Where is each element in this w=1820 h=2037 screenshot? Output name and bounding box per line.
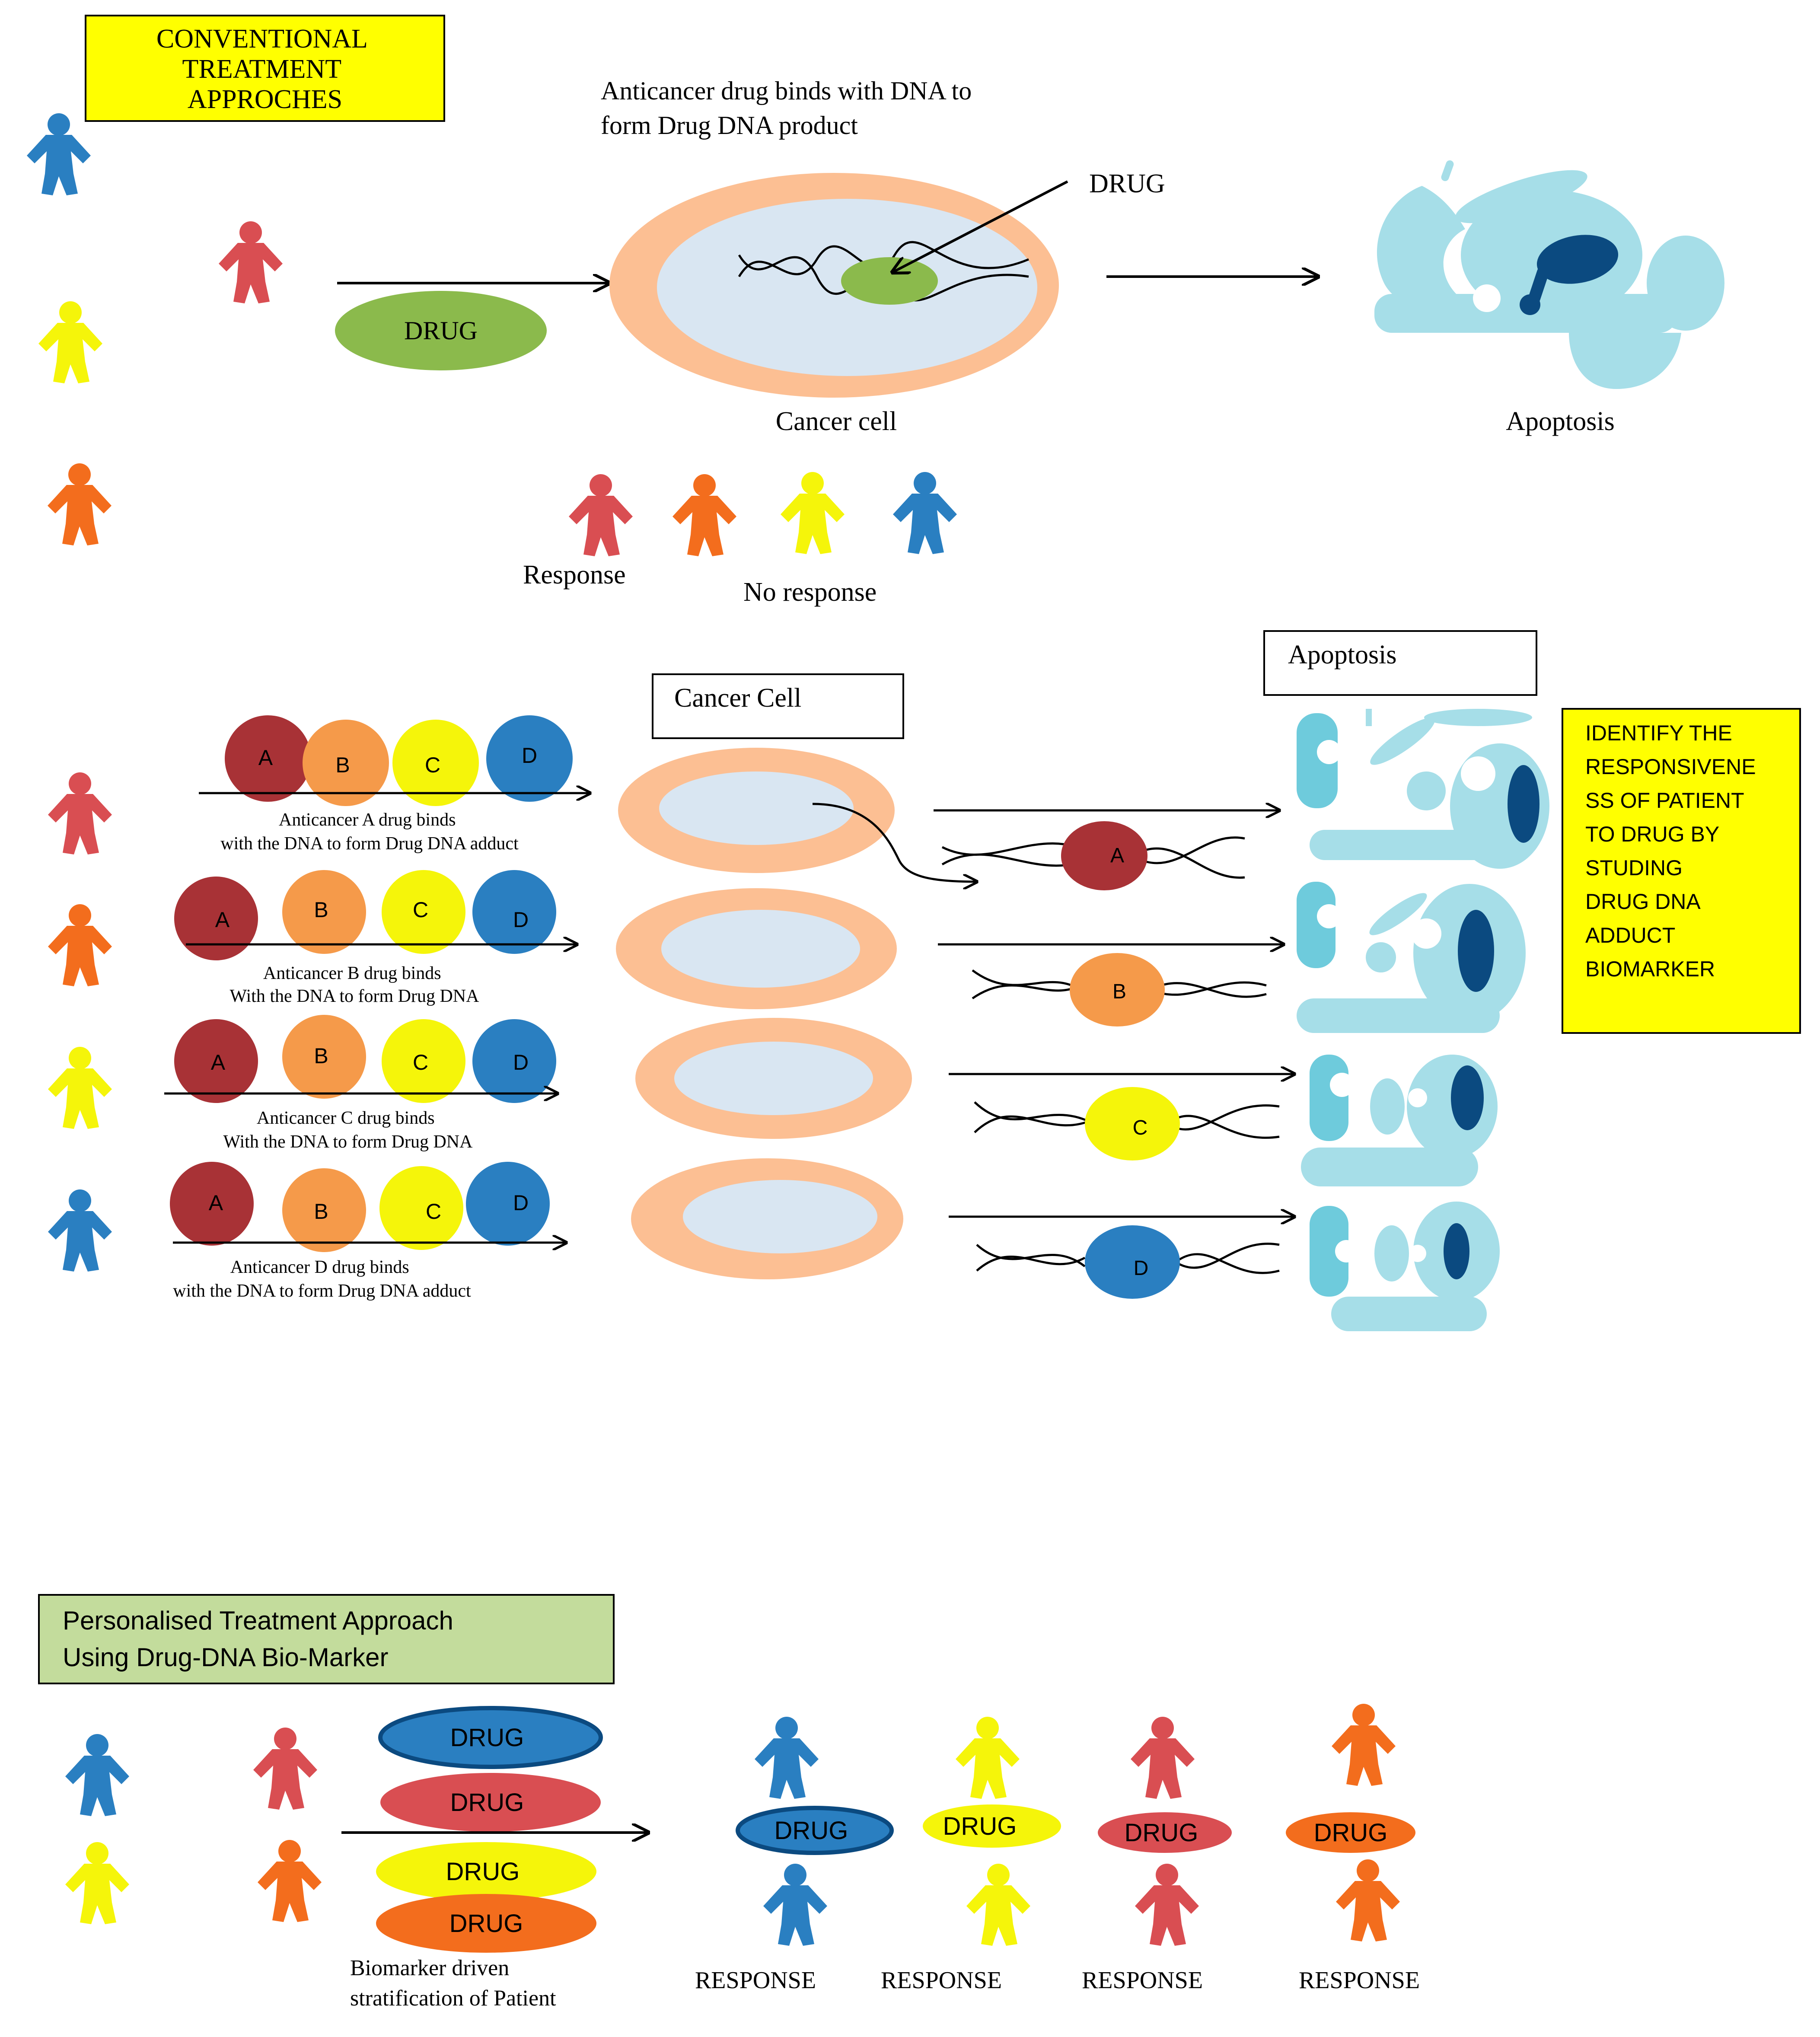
drug-pointer-label: DRUG: [1089, 169, 1165, 198]
conventional-label-box: [85, 15, 445, 122]
cancer-cell-nucleus: [661, 910, 860, 988]
drug-ball-labels: A B C D: [211, 1044, 529, 1074]
row-c-caption: Anticancer C drug binds With the DNA to …: [223, 1108, 473, 1152]
cancer-cell-nucleus: [659, 771, 854, 845]
section-personalised: Personalised Treatment Approach Using Dr…: [38, 1594, 1420, 2011]
apoptosis-box: [1263, 630, 1537, 696]
matched-red: [1098, 1717, 1232, 1946]
drug-stack-labels: DRUG DRUG DRUG DRUG: [446, 1724, 531, 1938]
drug-ball-labels: A B C D: [258, 743, 537, 777]
drug-ball-d: [466, 1162, 550, 1246]
patient-yellow-icon: [65, 1842, 129, 1924]
drug-ball-a: [225, 715, 311, 802]
drug-pointer-arrow: [892, 180, 1068, 272]
drug-pill: [335, 291, 547, 370]
no-response-orange-icon: [673, 474, 736, 556]
patient-blue-icon: [48, 1189, 112, 1272]
no-response-blue-icon: [893, 472, 957, 554]
cancer-cell-box: [652, 673, 904, 739]
response-label: Response: [523, 560, 626, 590]
identify-responsiveness-text: IDENTIFY THE RESPONSIVENE SS OF PATIENT …: [1585, 721, 1762, 981]
apoptosis-fragments-d: [1310, 1202, 1500, 1331]
section-conventional: CONVENTIONAL TREATMENT APPROCHES DRUG An…: [27, 15, 1724, 607]
patient-red-icon: [253, 1728, 317, 1810]
drug-ball-a: [174, 1019, 258, 1103]
drug-ball-a: [174, 877, 258, 960]
adduct-c: [1085, 1087, 1180, 1160]
cancer-cell-nucleus: [683, 1180, 877, 1253]
adduct-row-b: A B C D Anticancer B drug binds With the…: [48, 870, 1526, 1033]
drug-ball-labels: A B C D: [209, 1191, 529, 1224]
adduct-row-d: A B C D Anticancer D drug binds with the…: [48, 1158, 1500, 1331]
row-b-caption: Anticancer B drug binds With the DNA to …: [230, 963, 480, 1006]
stratification-caption: Biomarker driven stratification of Patie…: [350, 1956, 556, 2011]
drug-pill-red: [380, 1773, 601, 1832]
drug-pill-label: DRUG: [404, 316, 478, 345]
matched-orange: [1286, 1704, 1415, 1941]
patient-red-icon: [219, 221, 283, 303]
drug-ball-b: [282, 870, 366, 954]
drug-ball-labels: A B C D: [215, 898, 529, 932]
adduct-d: [1085, 1225, 1180, 1299]
apoptosis-fragments-a: [1297, 709, 1549, 869]
apoptosis-cell-fragments: [1374, 160, 1724, 389]
drug-ball-c: [379, 1166, 463, 1250]
response-red-icon: [569, 474, 633, 556]
drug-binds-caption: Anticancer drug binds with DNA to form D…: [601, 77, 978, 140]
drug-ball-c: [392, 720, 479, 806]
personalised-label-box: [38, 1594, 615, 1684]
adduct-row-a: A B C D Anticancer A drug binds with the…: [48, 709, 1549, 890]
apoptosis-fragments-c: [1301, 1055, 1498, 1186]
patient-blue-icon: [65, 1734, 129, 1816]
drug-ball-d: [472, 870, 556, 954]
drug-ball-d: [472, 1019, 556, 1103]
row-a-caption: Anticancer A drug binds with the DNA to …: [220, 810, 519, 854]
drug-ball-b: [303, 720, 389, 806]
patient-blue-icon: [27, 113, 91, 195]
drug-pill-yellow: [376, 1842, 596, 1901]
patient-orange-icon: [48, 463, 112, 545]
apoptosis-label: Apoptosis: [1506, 407, 1614, 436]
no-response-yellow-icon: [781, 472, 845, 554]
drug-dna-product: [841, 257, 938, 305]
adduct-b: [1070, 953, 1165, 1026]
adduct-d-label: D: [1134, 1257, 1149, 1280]
drug-pill-blue: [378, 1706, 603, 1769]
apoptosis-fragments-b: [1297, 882, 1526, 1033]
matched-blue: [736, 1717, 894, 1946]
drug-pill-orange: [376, 1894, 596, 1953]
drug-ball-c: [382, 870, 465, 954]
drug-ball-a: [170, 1162, 254, 1246]
no-response-label: No response: [743, 577, 877, 607]
matched-yellow: [923, 1717, 1061, 1946]
adduct-c-label: C: [1133, 1116, 1148, 1139]
drug-ball-b: [282, 1015, 366, 1099]
patient-red-icon: [48, 772, 112, 854]
cancer-cell-label: Cancer cell: [776, 407, 897, 436]
response-labels: RESPONSE RESPONSE RESPONSE RESPONSE: [695, 1967, 1420, 1994]
matched-drug-labels: DRUG DRUG DRUG DRUG: [775, 1812, 1388, 1847]
identify-responsiveness-box: [1562, 708, 1801, 1034]
cancer-cell-box-label: Cancer Cell: [674, 683, 801, 713]
conventional-label: CONVENTIONAL TREATMENT APPROCHES: [156, 24, 373, 114]
patient-yellow-icon: [48, 1047, 112, 1129]
adduct-a-label: A: [1110, 844, 1124, 867]
patient-orange-icon: [48, 904, 112, 986]
personalised-label: Personalised Treatment Approach Using Dr…: [63, 1606, 461, 1672]
drug-ball-d: [486, 715, 573, 802]
drug-ball-c: [382, 1019, 465, 1103]
cancer-cell-nucleus: [674, 1042, 873, 1115]
patient-yellow-icon: [38, 301, 102, 383]
row-d-caption: Anticancer D drug binds with the DNA to …: [173, 1257, 471, 1301]
drug-ball-b: [282, 1168, 366, 1252]
section-adduct: Cancer Cell Apoptosis IDENTIFY THE RESPO…: [48, 630, 1801, 1331]
dna-strand-2: [738, 241, 1029, 277]
adduct-a: [1061, 821, 1147, 890]
adduct-row-c: A B C D Anticancer C drug binds With the…: [48, 1015, 1498, 1186]
apoptosis-box-label: Apoptosis: [1288, 640, 1396, 669]
patient-orange-icon: [258, 1840, 322, 1922]
adduct-b-label: B: [1112, 980, 1126, 1003]
